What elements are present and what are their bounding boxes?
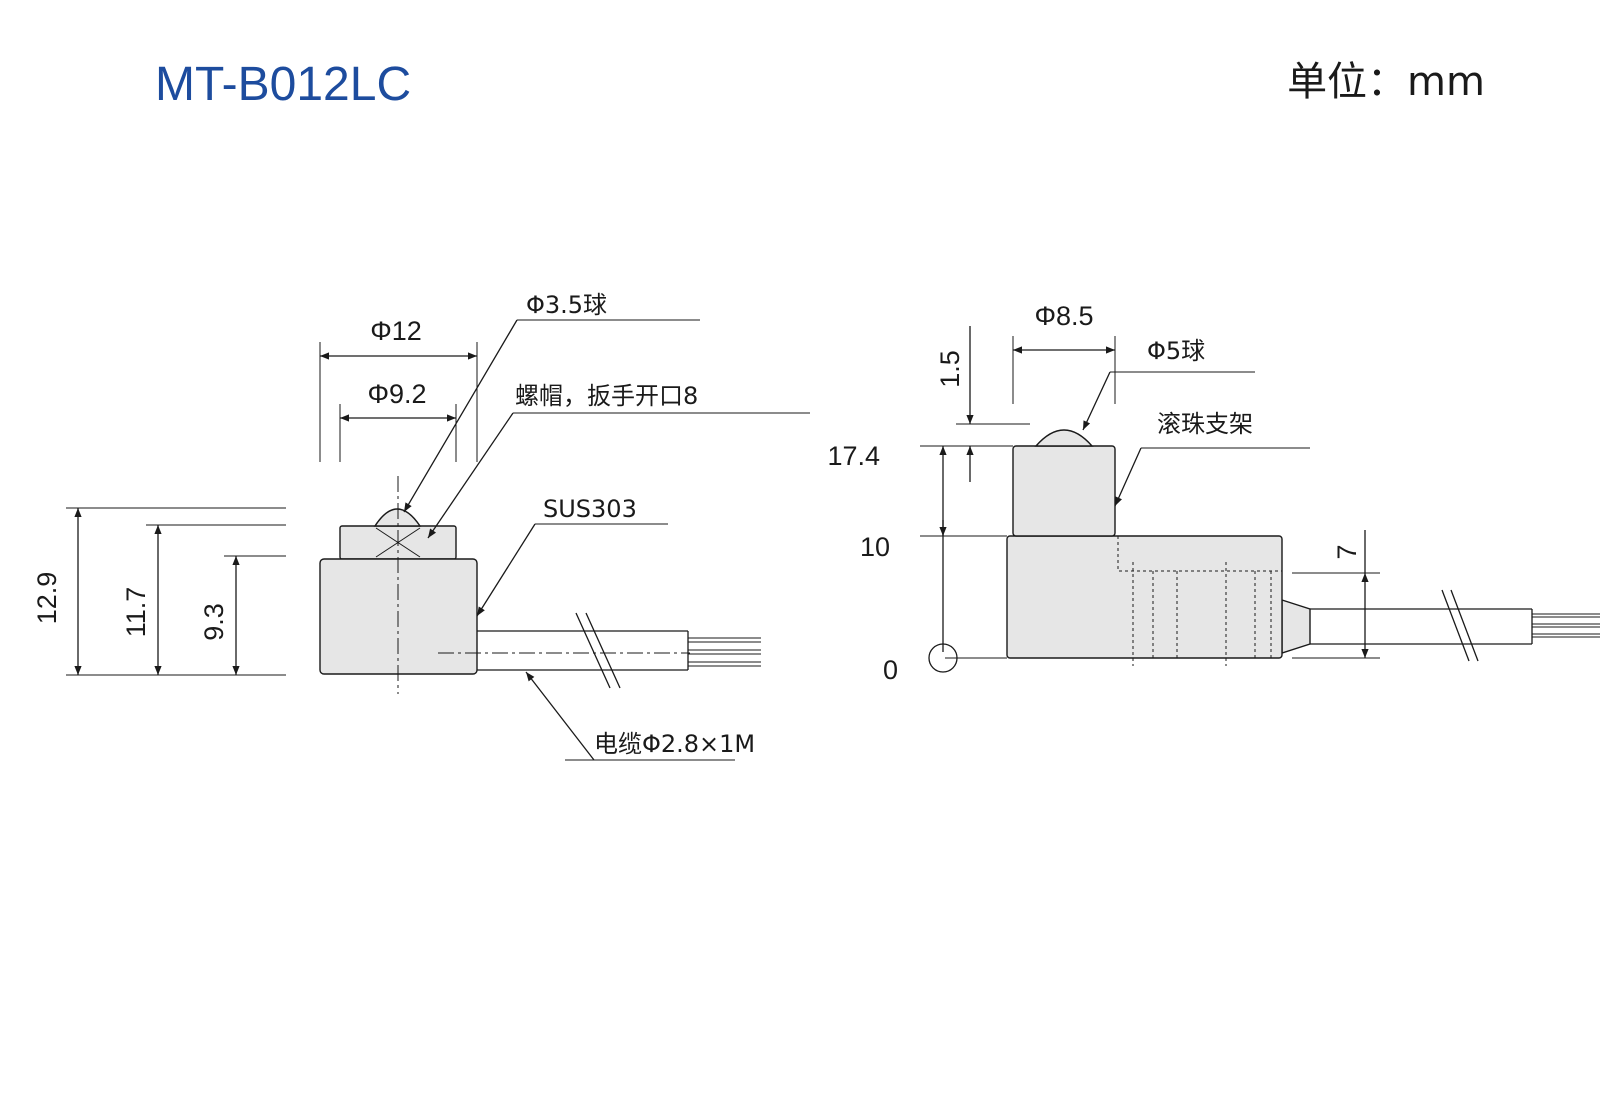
side-level-dims: 17.4 10 0 — [827, 441, 1013, 685]
side-holder — [1012, 445, 1116, 537]
side-ball-label: Φ5球 — [1147, 337, 1205, 365]
dim-total-height: 12.9 — [32, 572, 62, 625]
unit-label: 单位：mm — [1287, 59, 1485, 105]
side-body — [1006, 535, 1283, 659]
dim-outer-dia: Φ12 — [370, 316, 422, 346]
dim-travel: 1.5 — [935, 350, 965, 388]
side-view: Φ8.5 1.5 17.4 10 0 7 — [827, 301, 1600, 685]
dim-cable-height: 7 — [1332, 544, 1362, 559]
front-view: Φ12 Φ9.2 12.9 11.7 9.3 Φ3.5球 螺帽，扳手开口8 — [32, 291, 810, 761]
front-width-dims: Φ12 Φ9.2 — [319, 316, 478, 462]
dim-body-height: 9.3 — [199, 603, 229, 641]
dim-side-width: Φ8.5 — [1034, 301, 1093, 331]
side-leaders: Φ5球 滚珠支架 — [1082, 337, 1310, 507]
level-mid: 10 — [860, 532, 890, 562]
holder-label: 滚珠支架 — [1157, 410, 1253, 438]
ball-label: Φ3.5球 — [526, 291, 607, 319]
side-ball — [1034, 429, 1094, 447]
material-label: SUS303 — [543, 495, 637, 523]
side-cable-dim: 7 — [1292, 530, 1380, 659]
side-cable — [1281, 589, 1600, 662]
front-height-dims: 12.9 11.7 9.3 — [32, 507, 286, 676]
dim-nut-dia: Φ9.2 — [367, 379, 426, 409]
front-cable — [474, 612, 761, 689]
level-top: 17.4 — [827, 441, 880, 471]
nut-label: 螺帽，扳手开口8 — [515, 382, 698, 410]
cable-label: 电缆Φ2.8×1M — [594, 730, 755, 758]
level-zero: 0 — [883, 655, 898, 685]
front-leaders: Φ3.5球 螺帽，扳手开口8 SUS303 电缆Φ2.8×1M — [403, 291, 810, 761]
side-width-dim: Φ8.5 — [1012, 301, 1116, 404]
drawing-title: MT-B012LC — [155, 58, 411, 111]
dim-nut-height: 11.7 — [121, 587, 151, 638]
